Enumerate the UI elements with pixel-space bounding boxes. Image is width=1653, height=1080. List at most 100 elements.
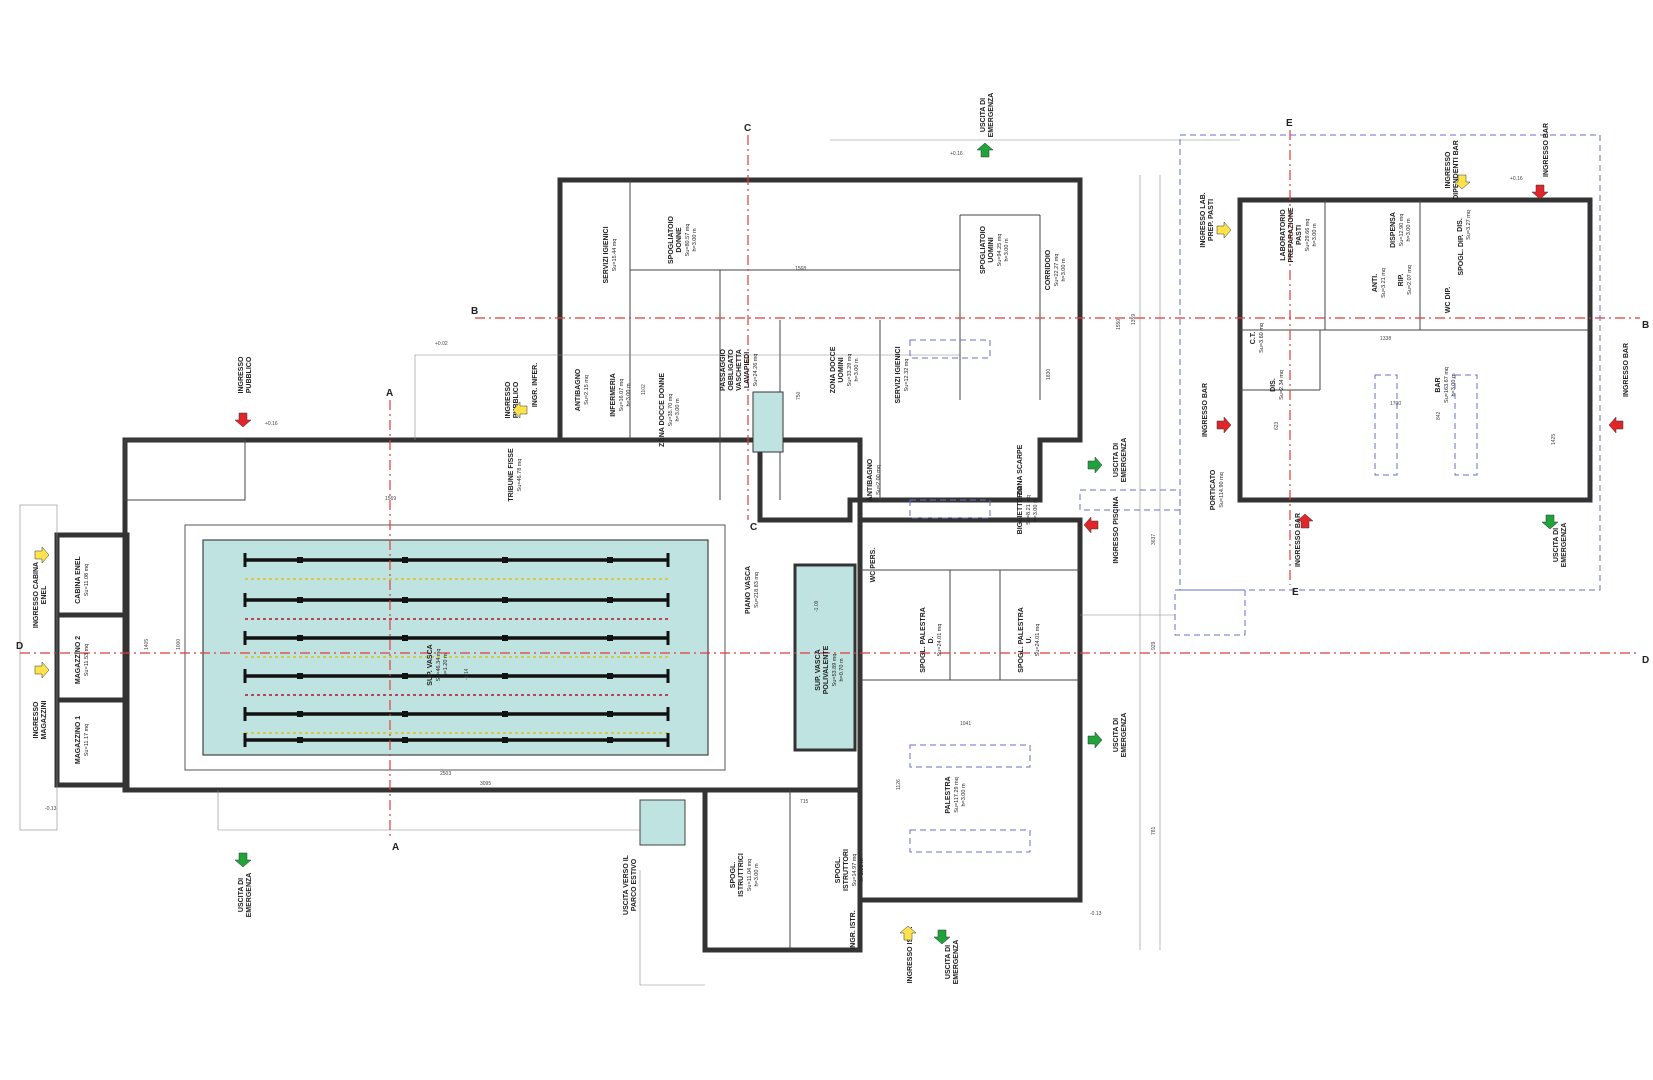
multipurpose-pool bbox=[793, 563, 857, 752]
dim-corridor-2: 1830 bbox=[1046, 369, 1052, 380]
room-area: Su=24.01 mq bbox=[1035, 624, 1041, 657]
dim-bar-left: 623 bbox=[1274, 421, 1280, 430]
lane-float bbox=[607, 557, 613, 563]
room-name: PARCO ESTIVO bbox=[631, 858, 638, 911]
room-name: DIS. bbox=[1457, 218, 1464, 232]
room-area: Su=12.32 mq bbox=[904, 359, 910, 392]
room-name: SUP. VASCA bbox=[815, 649, 822, 690]
room-area: Su=114.90 mq bbox=[1219, 472, 1225, 508]
room-name: INGRESSO bbox=[33, 701, 40, 739]
entry-arrow-icon bbox=[1216, 416, 1232, 434]
room-name: SPOGL. bbox=[835, 857, 842, 884]
room-height: h=3.00 m bbox=[961, 783, 967, 807]
room-height: h=3.00 m bbox=[1004, 238, 1010, 262]
level-marker: -1.14 bbox=[464, 668, 470, 680]
room-name: ZONA SCARPE bbox=[1017, 444, 1024, 495]
level-marker: -0.13 bbox=[45, 806, 57, 812]
room-ingresso-bar-right: INGRESSO BAR bbox=[1623, 343, 1630, 397]
room-ct: C.T.Su=3.60 mq bbox=[1250, 323, 1265, 353]
room-area: Su=3.27 mq bbox=[1466, 210, 1472, 240]
room-area: Su=24.26 mq bbox=[753, 354, 759, 387]
room-name: MAGAZZINO 2 bbox=[75, 636, 82, 684]
lane-float bbox=[502, 597, 508, 603]
dim-bar-depth: 1425 bbox=[1551, 434, 1557, 445]
room-dis-1: DIS.Su=2.34 mq bbox=[1270, 370, 1285, 400]
room-area: Su=22.27 mq bbox=[1054, 254, 1060, 287]
room-name: INGRESSO bbox=[505, 381, 512, 419]
room-name: SPOGL. DIP. bbox=[1458, 234, 1465, 275]
lane-float bbox=[402, 635, 408, 641]
lane-float bbox=[297, 635, 303, 641]
section-label: D bbox=[1642, 655, 1649, 666]
room-height: h=3.00 m bbox=[859, 858, 865, 882]
lane-float bbox=[297, 597, 303, 603]
room-name: PASSAGGIO bbox=[720, 349, 727, 391]
lane-float bbox=[297, 673, 303, 679]
room-name: INGRESSO PISCINA bbox=[1113, 496, 1120, 563]
entry-arrow-icon bbox=[512, 401, 528, 419]
room-height: h=3.00 m bbox=[754, 863, 760, 887]
room-height: h=3.00 m bbox=[1406, 218, 1412, 242]
entry-arrow-icon bbox=[1531, 184, 1549, 200]
dim-corridor: 1359 bbox=[1131, 314, 1137, 325]
room-area: Su=15.44 mq bbox=[612, 239, 618, 272]
room-area: Su=35.70 mq bbox=[668, 394, 674, 427]
room-area: Su=3.21 mq bbox=[1381, 268, 1387, 298]
room-name: SPOGLIATOIO bbox=[980, 225, 987, 274]
room-dis-2: DIS.Su=3.27 mq bbox=[1457, 210, 1472, 240]
room-name: USCITA DI bbox=[1553, 528, 1560, 562]
lane-float bbox=[402, 711, 408, 717]
exit-arrow-icon bbox=[933, 929, 951, 945]
room-name: DONNE bbox=[676, 227, 683, 253]
entry-arrow-icon bbox=[1216, 221, 1232, 239]
room-area: Su=3.60 mq bbox=[1259, 323, 1265, 353]
room-name: INGRESSO bbox=[1445, 151, 1452, 189]
room-name: DIPENDENTI BAR bbox=[1453, 140, 1460, 200]
room-area: Su=11.04 mq bbox=[747, 859, 753, 891]
dim-lockers: 1568 bbox=[795, 266, 806, 272]
room-name: ISTRUTTRICI bbox=[738, 853, 745, 897]
room-name: SPOGL. bbox=[730, 862, 737, 889]
room-name: USCITA VERSO IL bbox=[623, 854, 630, 915]
level-marker: +0.02 bbox=[435, 341, 448, 347]
room-name: DIS. bbox=[1270, 378, 1277, 392]
lane-float bbox=[607, 635, 613, 641]
entry-arrow-icon bbox=[34, 546, 50, 564]
room-ingr-infer: INGR. INFER. bbox=[532, 363, 539, 407]
bar-site-boundary bbox=[1179, 134, 1601, 591]
room-height: h=3.00 m bbox=[675, 398, 681, 422]
entry-arrow-icon bbox=[899, 925, 917, 941]
dim-hall-depth: 1405 bbox=[144, 639, 150, 650]
room-height: h=3.00 m bbox=[1312, 223, 1318, 247]
lane-float bbox=[502, 635, 508, 641]
level-markers: +0.02 +0.16 -0.13 -0.13 -1.09 -1.14 +0.1… bbox=[45, 151, 1523, 917]
room-name: SPOGL. PALESTRA bbox=[1018, 607, 1025, 673]
room-name: ANTI. bbox=[1372, 274, 1379, 292]
room-height: h=1.20 m bbox=[443, 653, 449, 677]
dim-showers: 750 bbox=[796, 391, 802, 400]
room-area: Su=12.90 mq bbox=[1399, 214, 1405, 247]
room-area: Su=29.66 mq bbox=[1305, 219, 1311, 252]
room-name: INFERMERIA bbox=[610, 373, 617, 417]
dim-bar-mid: 842 bbox=[1436, 411, 1442, 420]
room-name: EMERGENZA bbox=[1121, 438, 1128, 483]
footbath bbox=[752, 391, 784, 453]
dim-hall-length: 3095 bbox=[480, 781, 491, 787]
level-marker: +0.16 bbox=[1510, 176, 1523, 182]
dim-pool-length: 2503 bbox=[440, 771, 451, 777]
room-name: CABINA ENEL bbox=[75, 555, 82, 603]
lane-float bbox=[297, 711, 303, 717]
